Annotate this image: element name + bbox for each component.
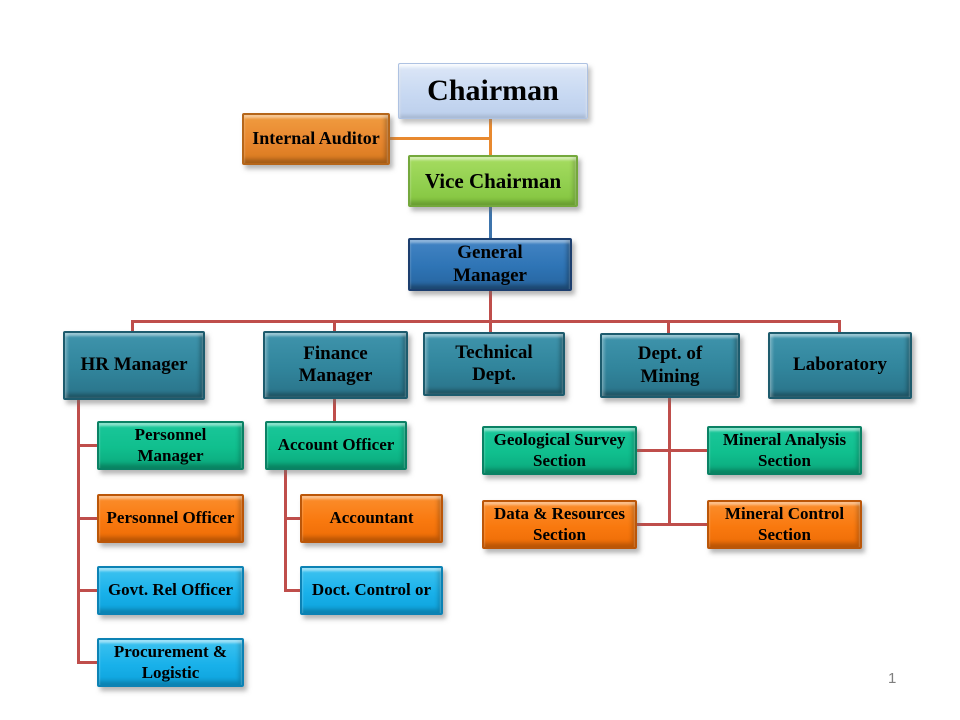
connector-mining-row1 xyxy=(635,449,709,452)
connector-hr-vertical xyxy=(77,400,80,664)
connector-finance-account-officer xyxy=(333,399,336,422)
connector-general-manager-drop xyxy=(489,290,492,322)
connector-stub-doct-control xyxy=(284,589,302,592)
connector-internal-auditor xyxy=(390,137,492,140)
node-data-resources-section: Data & Resources Section xyxy=(482,500,637,549)
node-personnel-manager: Personnel Manager xyxy=(97,421,244,470)
connector-drop-finance-manager xyxy=(333,322,336,332)
node-general-manager: General Manager xyxy=(408,238,572,291)
node-doct-control: Doct. Control or xyxy=(300,566,443,615)
connector-drop-hr-manager xyxy=(131,322,134,332)
connector-department-bus xyxy=(131,320,841,323)
page-number: 1 xyxy=(888,670,897,687)
node-account-officer: Account Officer xyxy=(265,421,407,470)
connector-drop-technical-dept xyxy=(489,322,492,333)
node-dept-of-mining: Dept. of Mining xyxy=(600,333,740,398)
node-procurement-logistic: Procurement & Logistic xyxy=(97,638,244,687)
node-geological-survey-section: Geological Survey Section xyxy=(482,426,637,475)
connector-stub-personnel-officer xyxy=(77,517,99,520)
node-vice-chairman: Vice Chairman xyxy=(408,155,578,207)
connector-mining-row2 xyxy=(635,523,709,526)
node-internal-auditor: Internal Auditor xyxy=(242,113,390,165)
connector-stub-govt-rel-officer xyxy=(77,589,99,592)
node-finance-manager: Finance Manager xyxy=(263,331,408,399)
connector-drop-laboratory xyxy=(838,322,841,333)
connector-vice-chairman-general-manager xyxy=(489,206,492,239)
connector-stub-procurement-logistic xyxy=(77,661,99,664)
connector-mining-vertical xyxy=(668,398,671,526)
node-chairman: Chairman xyxy=(398,63,588,119)
node-mineral-control-section: Mineral Control Section xyxy=(707,500,862,549)
connector-drop-dept-of-mining xyxy=(667,322,670,334)
connector-stub-personnel-manager xyxy=(77,444,99,447)
connector-stub-accountant xyxy=(284,517,302,520)
node-accountant: Accountant xyxy=(300,494,443,543)
node-laboratory: Laboratory xyxy=(768,332,912,399)
connector-account-vertical xyxy=(284,470,287,592)
node-personnel-officer: Personnel Officer xyxy=(97,494,244,543)
node-govt-rel-officer: Govt. Rel Officer xyxy=(97,566,244,615)
node-mineral-analysis-section: Mineral Analysis Section xyxy=(707,426,862,475)
node-technical-dept: Technical Dept. xyxy=(423,332,565,396)
node-hr-manager: HR Manager xyxy=(63,331,205,400)
